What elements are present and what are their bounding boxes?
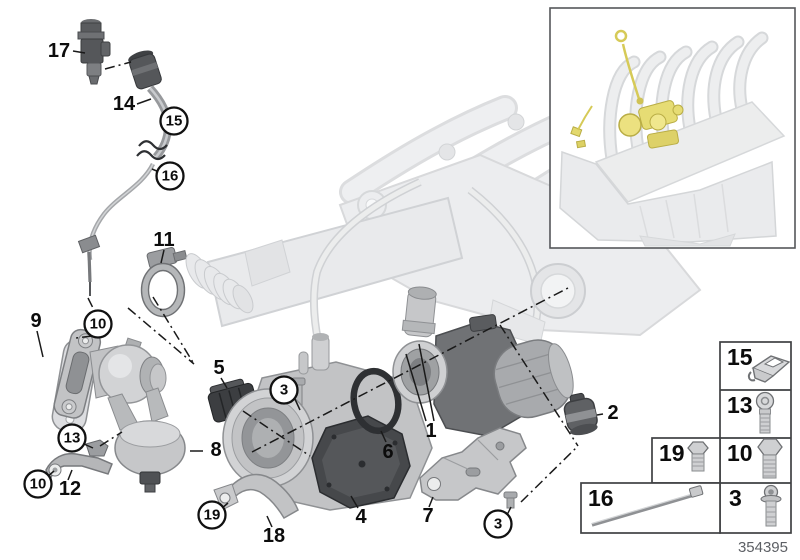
legend-label-10[interactable]: 10 bbox=[727, 440, 753, 466]
torx-screw-icon bbox=[755, 391, 775, 434]
svg-text:19: 19 bbox=[204, 507, 221, 524]
callout-6[interactable]: 6 bbox=[382, 441, 393, 463]
svg-text:9: 9 bbox=[30, 310, 41, 332]
callout-labels: 17 14 15 16 11 9 10 5 3 8 13 10 12 19 18… bbox=[23, 40, 619, 547]
part-clamp-11 bbox=[140, 246, 188, 318]
svg-text:11: 11 bbox=[153, 229, 174, 251]
callout-7[interactable]: 7 bbox=[422, 505, 433, 527]
callout-10-top[interactable]: 10 bbox=[83, 309, 113, 339]
engine-location-inset[interactable] bbox=[549, 7, 796, 249]
highlighted-throttle-parts bbox=[570, 29, 684, 149]
svg-text:3: 3 bbox=[494, 516, 502, 533]
callout-4[interactable]: 4 bbox=[355, 506, 367, 528]
callout-2[interactable]: 2 bbox=[607, 402, 618, 424]
callout-8[interactable]: 8 bbox=[210, 439, 221, 461]
flange-bolt-icon bbox=[760, 484, 782, 527]
callout-18[interactable]: 18 bbox=[263, 525, 285, 547]
part-sensor-17 bbox=[77, 19, 111, 85]
hex-bolt-icon bbox=[757, 438, 783, 479]
hex-bolt-short-icon bbox=[687, 441, 709, 472]
alignment-dash-dot-lines bbox=[75, 61, 579, 503]
legend-label-3[interactable]: 3 bbox=[729, 485, 742, 511]
callout-9[interactable]: 9 bbox=[30, 310, 41, 332]
svg-text:14: 14 bbox=[113, 93, 136, 115]
callout-5[interactable]: 5 bbox=[213, 357, 224, 379]
part-o-ring-6 bbox=[350, 367, 402, 435]
svg-text:7: 7 bbox=[422, 505, 433, 527]
svg-text:3: 3 bbox=[280, 382, 288, 399]
callout-11[interactable]: 11 bbox=[153, 229, 174, 251]
svg-text:13: 13 bbox=[64, 430, 81, 447]
svg-text:6: 6 bbox=[382, 441, 393, 463]
part-sensor-line-16 bbox=[77, 162, 156, 296]
callout-10-bottom[interactable]: 10 bbox=[23, 469, 53, 499]
legend-label-19[interactable]: 19 bbox=[659, 440, 685, 466]
svg-text:1: 1 bbox=[425, 420, 436, 442]
legend-label-16[interactable]: 16 bbox=[588, 485, 614, 511]
part-bracket-7 bbox=[419, 427, 527, 509]
svg-text:4: 4 bbox=[355, 506, 367, 528]
legend-cell-19[interactable] bbox=[651, 437, 721, 484]
callout-3-bottom[interactable]: 3 bbox=[483, 509, 513, 539]
callout-15[interactable]: 15 bbox=[159, 106, 189, 136]
callout-13[interactable]: 13 bbox=[57, 423, 87, 453]
callout-12[interactable]: 12 bbox=[59, 478, 81, 500]
fastener-legend: 15 13 10 3 19 16 bbox=[580, 341, 792, 534]
leader-lines bbox=[36, 50, 604, 528]
legend-label-15[interactable]: 15 bbox=[727, 344, 753, 370]
svg-text:17: 17 bbox=[48, 40, 70, 62]
svg-text:16: 16 bbox=[162, 168, 179, 185]
svg-text:12: 12 bbox=[59, 478, 81, 500]
callout-14[interactable]: 14 bbox=[113, 93, 136, 115]
svg-text:2: 2 bbox=[607, 402, 618, 424]
svg-text:15: 15 bbox=[166, 113, 183, 130]
svg-text:18: 18 bbox=[263, 525, 285, 547]
svg-text:8: 8 bbox=[210, 439, 221, 461]
svg-text:10: 10 bbox=[90, 316, 107, 333]
callout-19[interactable]: 19 bbox=[197, 500, 227, 530]
diagram-number: 354395 bbox=[738, 539, 788, 556]
holder-clip-icon bbox=[747, 355, 791, 383]
hose-break-symbol bbox=[136, 140, 168, 161]
svg-text:5: 5 bbox=[213, 357, 224, 379]
callout-16[interactable]: 16 bbox=[155, 161, 185, 191]
part-egr-valve-8 bbox=[53, 328, 186, 493]
cable-strap-icon bbox=[591, 485, 704, 527]
part-grommet-2 bbox=[563, 392, 598, 436]
corrugated-hose bbox=[185, 253, 254, 314]
legend-label-13[interactable]: 13 bbox=[727, 392, 753, 418]
svg-text:10: 10 bbox=[30, 476, 47, 493]
callout-3-top[interactable]: 3 bbox=[269, 375, 299, 405]
part-bracket-12 bbox=[45, 452, 113, 483]
callout-17[interactable]: 17 bbox=[48, 40, 70, 62]
callout-1[interactable]: 1 bbox=[425, 420, 436, 442]
